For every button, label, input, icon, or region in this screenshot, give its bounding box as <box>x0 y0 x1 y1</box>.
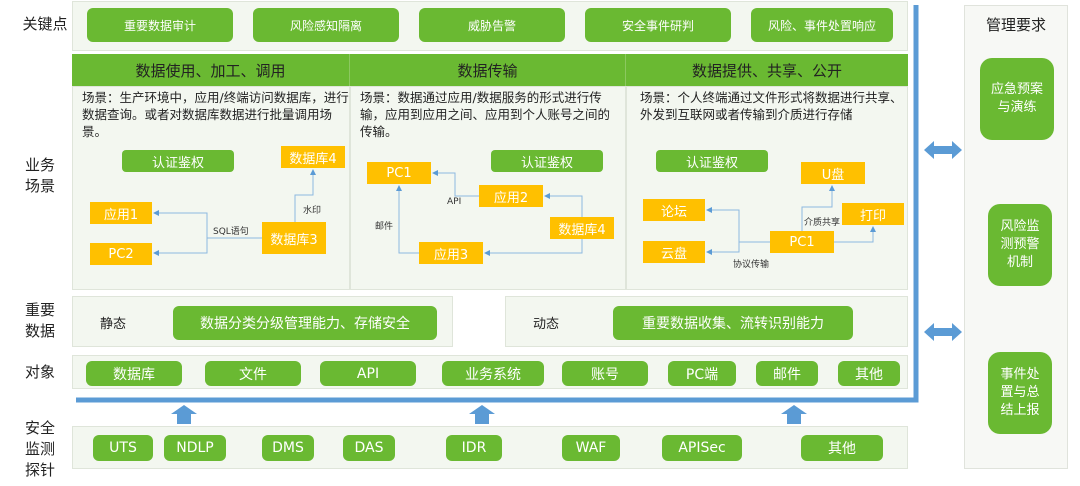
row-label-line: 数据 <box>24 322 55 340</box>
management-item-risk-warning[interactable]: 风险监测预警机制 <box>988 204 1052 286</box>
row-label-line: 场景 <box>24 177 55 195</box>
probe-waf[interactable]: WAF <box>562 435 620 461</box>
scenario-header-usage: 数据使用、加工、调用 <box>72 54 350 86</box>
up-arrow-icon <box>469 405 495 424</box>
object-business-system[interactable]: 业务系统 <box>442 361 544 386</box>
row-label-line: 安全 <box>24 419 55 437</box>
double-arrow-icon <box>924 141 962 159</box>
scenario-description: 场景：数据通过应用/数据服务的形式进行传输，应用到应用之间、应用到个人账号之间的… <box>360 90 611 139</box>
node-db3: 数据库3 <box>262 222 326 254</box>
object-mail[interactable]: 邮件 <box>756 361 818 386</box>
scenario-header-sharing: 数据提供、共享、公开 <box>626 54 908 86</box>
management-item-incident-report[interactable]: 事件处置与总结上报 <box>988 352 1052 434</box>
node-print: 打印 <box>842 203 904 225</box>
node-forum: 论坛 <box>643 199 705 221</box>
up-arrow-icon <box>171 405 197 424</box>
double-arrow-icon <box>924 323 962 341</box>
row-label-important-data: 重要 数据 <box>16 300 64 342</box>
auth-badge: 认证鉴权 <box>491 150 603 172</box>
management-panel: 管理要求 应急预案与演练 风险监测预警机制 事件处置与总结上报 <box>964 5 1068 469</box>
management-title: 管理要求 <box>985 16 1046 34</box>
row-label-line: 业务 <box>24 156 55 174</box>
auth-badge: 认证鉴权 <box>122 150 234 172</box>
probe-dms[interactable]: DMS <box>262 435 314 461</box>
dynamic-capability[interactable]: 重要数据收集、流转识别能力 <box>613 306 853 340</box>
auth-badge: 认证鉴权 <box>656 150 768 172</box>
edge-label-watermark: 水印 <box>303 206 322 216</box>
node-pc1: PC1 <box>770 231 834 253</box>
probe-uts[interactable]: UTS <box>93 435 153 461</box>
node-app3: 应用3 <box>419 242 483 264</box>
key-point-response[interactable]: 风险、事件处置响应 <box>751 8 893 42</box>
node-db4: 数据库4 <box>281 146 345 168</box>
edge-label-protocol: 协议传输 <box>733 260 770 270</box>
probe-other[interactable]: 其他 <box>801 435 883 461</box>
object-file[interactable]: 文件 <box>205 361 301 386</box>
scenario-description: 场景：生产环境中，应用/终端访问数据库，进行数据查询。或者对数据库数据进行批量调… <box>82 90 349 139</box>
key-point-audit[interactable]: 重要数据审计 <box>87 8 233 42</box>
static-capability[interactable]: 数据分类分级管理能力、存储安全 <box>173 306 437 340</box>
probe-apisec[interactable]: APISec <box>662 435 742 461</box>
scenario-header-transfer: 数据传输 <box>350 54 626 86</box>
object-api[interactable]: API <box>320 361 416 386</box>
probe-idr[interactable]: IDR <box>446 435 502 461</box>
key-point-risk-isolation[interactable]: 风险感知隔离 <box>253 8 399 42</box>
static-label: 静态 <box>100 317 127 332</box>
edge-label-sql: SQL语句 <box>213 227 249 237</box>
row-label-key-points: 关键点 <box>22 15 68 33</box>
row-label-business-scenarios: 业务 场景 <box>16 155 64 197</box>
edge-label-media-share: 介质共享 <box>804 218 841 228</box>
row-label-line: 监测 <box>24 440 55 458</box>
scenario-description: 场景：个人终端通过文件形式将数据进行共享、外发到互联网或者传输到介质进行存储 <box>640 90 903 122</box>
row-label-security-probes: 安全 监测 探针 <box>16 418 64 481</box>
row-label-objects: 对象 <box>24 363 55 381</box>
key-point-threat-alert[interactable]: 威胁告警 <box>419 8 565 42</box>
object-pc[interactable]: PC端 <box>668 361 736 386</box>
node-app1: 应用1 <box>90 202 152 224</box>
up-arrow-icon <box>781 405 807 424</box>
row-label-line: 探针 <box>24 461 55 479</box>
management-item-emergency-plan[interactable]: 应急预案与演练 <box>980 58 1054 140</box>
edge-label-mail: 邮件 <box>375 222 394 232</box>
probe-ndlp[interactable]: NDLP <box>164 435 226 461</box>
node-pc2: PC2 <box>90 243 152 265</box>
node-pc1: PC1 <box>367 162 431 184</box>
object-other[interactable]: 其他 <box>838 361 900 386</box>
node-db4: 数据库4 <box>550 217 614 239</box>
node-usb: U盘 <box>801 162 865 184</box>
probe-das[interactable]: DAS <box>343 435 395 461</box>
node-app2: 应用2 <box>479 185 543 207</box>
object-database[interactable]: 数据库 <box>86 361 182 386</box>
node-cloud-drive: 云盘 <box>643 241 705 263</box>
row-label-line: 重要 <box>24 301 55 319</box>
edge-label-api: API <box>447 197 462 207</box>
key-point-incident-analysis[interactable]: 安全事件研判 <box>585 8 731 42</box>
object-account[interactable]: 账号 <box>562 361 648 386</box>
dynamic-label: 动态 <box>533 317 560 332</box>
